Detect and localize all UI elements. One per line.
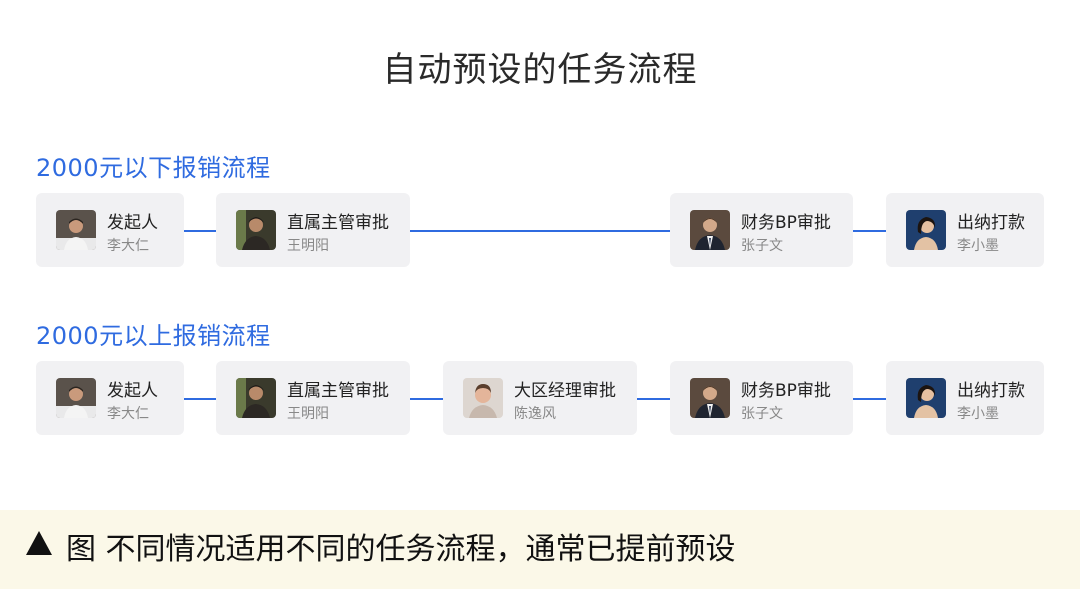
- step-assignee: 王明阳: [287, 238, 329, 254]
- avatar: [906, 210, 946, 250]
- flow-connector: [853, 398, 886, 400]
- step-card-finance-bp-approval[interactable]: 财务BP审批 张子文: [670, 361, 853, 435]
- avatar: [906, 378, 946, 418]
- step-card-manager-approval[interactable]: 直属主管审批 王明阳: [216, 361, 410, 435]
- step-role: 财务BP审批: [741, 213, 831, 233]
- step-role: 发起人: [107, 213, 158, 233]
- flow-connector: [410, 398, 443, 400]
- step-assignee: 李小墨: [957, 406, 999, 422]
- step-assignee: 张子文: [741, 406, 783, 422]
- figure-caption: 图 不同情况适用不同的任务流程，通常已提前预设: [66, 532, 736, 567]
- flow-connector: [637, 398, 670, 400]
- avatar: [463, 378, 503, 418]
- step-role: 出纳打款: [957, 213, 1025, 233]
- step-role: 发起人: [107, 381, 158, 401]
- flow-row: 发起人 李大仁 直属主管审批 王明阳 大区经理审批 陈逸风 财务BP审批 张子文…: [0, 361, 1080, 437]
- flow-label: 2000元以上报销流程: [36, 322, 271, 350]
- flow-connector: [184, 398, 216, 400]
- flow-connector: [184, 230, 216, 232]
- flow-connector: [410, 230, 670, 232]
- step-card-cashier-payout[interactable]: 出纳打款 李小墨: [886, 361, 1044, 435]
- step-assignee: 李大仁: [107, 238, 149, 254]
- step-role: 财务BP审批: [741, 381, 831, 401]
- avatar: [56, 210, 96, 250]
- step-card-initiator[interactable]: 发起人 李大仁: [36, 193, 184, 267]
- step-role: 出纳打款: [957, 381, 1025, 401]
- flow-row: 发起人 李大仁 直属主管审批 王明阳 财务BP审批 张子文 出纳打款 李小墨: [0, 193, 1080, 269]
- step-card-regional-manager-approval[interactable]: 大区经理审批 陈逸风: [443, 361, 637, 435]
- step-card-finance-bp-approval[interactable]: 财务BP审批 张子文: [670, 193, 853, 267]
- caption-bar: [0, 510, 1080, 589]
- flow-connector: [853, 230, 886, 232]
- avatar: [56, 378, 96, 418]
- avatar: [690, 378, 730, 418]
- flow-label: 2000元以下报销流程: [36, 154, 271, 182]
- step-assignee: 李小墨: [957, 238, 999, 254]
- step-assignee: 王明阳: [287, 406, 329, 422]
- step-assignee: 张子文: [741, 238, 783, 254]
- step-assignee: 陈逸风: [514, 406, 556, 422]
- avatar: [236, 378, 276, 418]
- step-card-initiator[interactable]: 发起人 李大仁: [36, 361, 184, 435]
- avatar: [236, 210, 276, 250]
- avatar: [690, 210, 730, 250]
- step-card-manager-approval[interactable]: 直属主管审批 王明阳: [216, 193, 410, 267]
- step-card-cashier-payout[interactable]: 出纳打款 李小墨: [886, 193, 1044, 267]
- step-role: 大区经理审批: [514, 381, 616, 401]
- step-role: 直属主管审批: [287, 381, 389, 401]
- page-title: 自动预设的任务流程: [382, 50, 698, 90]
- step-assignee: 李大仁: [107, 406, 149, 422]
- step-role: 直属主管审批: [287, 213, 389, 233]
- triangle-up-icon: [26, 531, 52, 555]
